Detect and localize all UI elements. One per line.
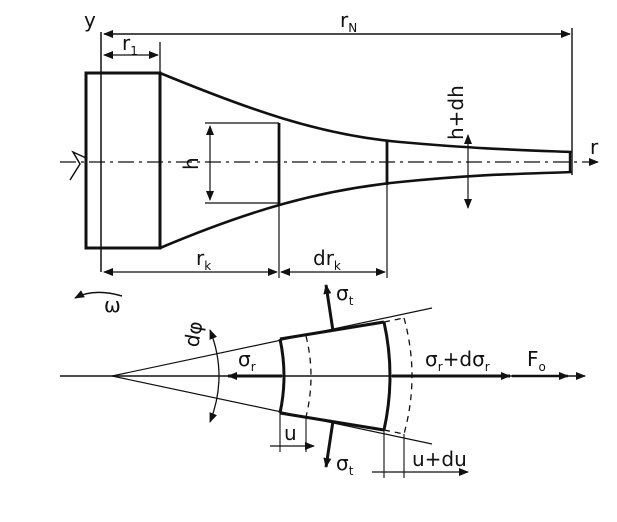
sigma-r-dsigma-r-label: σr+dσr [425, 347, 490, 374]
disk-profile: y rN r1 r h h+dh rk [60, 8, 599, 317]
h-label: h [179, 157, 203, 170]
sigma-t-top-label: σt [336, 281, 354, 308]
r-axis-label: r [590, 135, 599, 159]
r-1-label: r1 [122, 31, 138, 58]
rk-label: rk [196, 246, 211, 273]
h-dh-label: h+dh [444, 85, 468, 140]
displaced-bottom-edge [383, 429, 405, 435]
element-inner-edge [278, 338, 286, 414]
displaced-top-edge [383, 317, 405, 323]
radial-line-bottom [111, 375, 433, 445]
r-n-label: rN [340, 8, 357, 35]
drk-label: drk [313, 246, 341, 273]
omega-arrow [74, 290, 123, 299]
hub-rectangle [84, 71, 162, 250]
lower-profile-curve [159, 170, 573, 250]
break-mark [69, 150, 87, 181]
u-du-label: u+du [412, 447, 467, 471]
sigma-t-bottom-arrow [323, 420, 335, 468]
element-outer-edge [382, 321, 392, 431]
d-phi-label: dφ [179, 319, 207, 349]
sigma-t-bottom-label: σt [336, 451, 354, 478]
radial-line-top [111, 307, 433, 377]
omega-label: ω [104, 293, 121, 317]
f-o-label: Fo [527, 347, 546, 374]
u-label: u [284, 421, 297, 445]
d-phi-arc [209, 329, 220, 423]
sigma-t-top-arrow [323, 284, 335, 332]
upper-profile-curve [159, 71, 573, 154]
y-axis-label: y [84, 8, 96, 32]
disk-element: dφ σr σr+dσr Fo σt σt u [60, 281, 586, 478]
sigma-r-label: σr [238, 347, 256, 374]
